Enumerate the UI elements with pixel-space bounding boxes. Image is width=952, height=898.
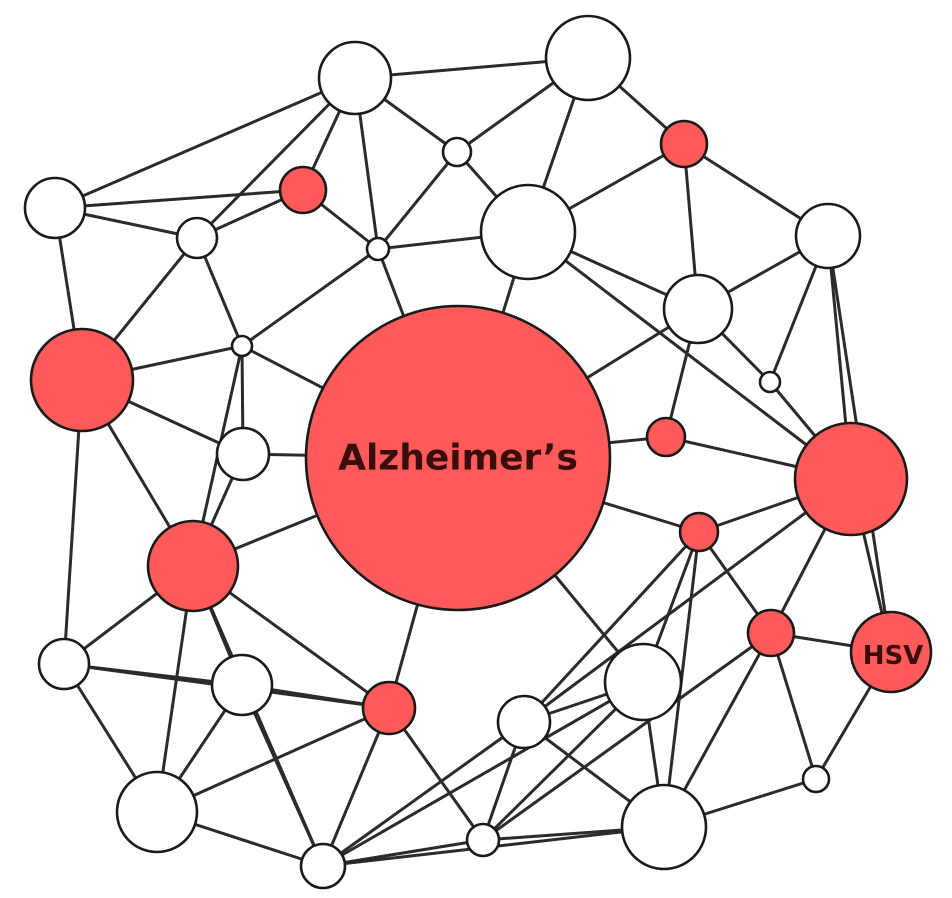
node-n8 — [365, 236, 391, 262]
edge-n18-n26 — [522, 477, 853, 724]
node-n30 — [465, 822, 501, 858]
edge-n3-n8 — [376, 150, 459, 251]
alzheimers-label: Alzheimer’s — [338, 438, 578, 479]
hsv-label: HSV — [863, 641, 924, 671]
node-n29 — [115, 770, 199, 854]
edge-n26-n31 — [321, 720, 526, 868]
node-n7 — [175, 216, 219, 260]
edge-n24-n31 — [240, 683, 325, 868]
edge-n25-n31 — [321, 706, 391, 868]
node-n31 — [299, 842, 347, 890]
node-n23 — [37, 637, 91, 691]
node-layer — [23, 14, 933, 890]
highlighted-node-n20 — [146, 519, 240, 613]
node-n24 — [210, 653, 274, 717]
highlighted-node-n13 — [29, 327, 135, 433]
node-n9 — [479, 183, 577, 281]
edge-n21-n28 — [769, 631, 818, 781]
edge-n27-n31 — [321, 680, 645, 868]
node-n17 — [215, 426, 271, 482]
node-n27 — [603, 642, 683, 722]
node-n11 — [662, 273, 734, 345]
alzheimers-node — [304, 304, 612, 612]
node-n12 — [230, 334, 254, 358]
node-n1 — [544, 14, 632, 102]
edge-n5-n6 — [53, 188, 305, 210]
node-n5 — [23, 176, 87, 240]
edge-n21-n30 — [481, 631, 773, 842]
edge-n2-n5 — [53, 76, 357, 210]
highlighted-node-n19 — [678, 511, 720, 553]
highlighted-node-n18 — [793, 421, 909, 537]
node-n10 — [794, 202, 862, 270]
edge-n8-n12 — [240, 247, 380, 348]
node-n2 — [317, 40, 393, 116]
node-n32 — [620, 783, 708, 871]
edge-n9-n18 — [526, 230, 853, 481]
node-n28 — [801, 764, 831, 794]
node-n14 — [758, 370, 782, 394]
node-n26 — [496, 694, 552, 750]
edge-n2-n7 — [195, 76, 357, 240]
highlighted-node-n16 — [645, 416, 687, 458]
highlighted-node-n4 — [659, 119, 709, 169]
node-n3 — [441, 136, 473, 168]
highlighted-node-n21 — [746, 608, 796, 658]
edge-n19-n26 — [522, 530, 701, 724]
highlighted-node-n25 — [361, 680, 417, 736]
highlighted-node-n6 — [278, 165, 328, 215]
hsv-node — [849, 610, 933, 694]
edge-n25-n29 — [155, 706, 391, 814]
